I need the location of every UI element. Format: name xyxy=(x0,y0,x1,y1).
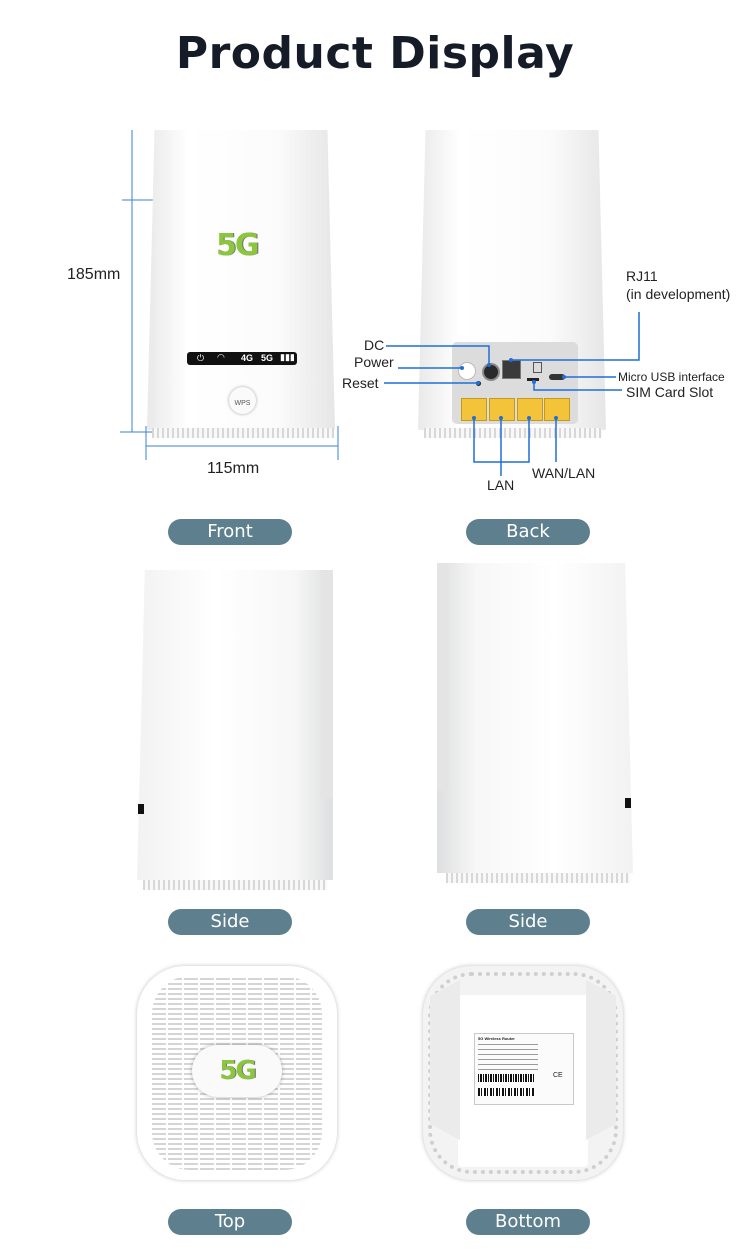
bottom-product-label: 5G Wireless Router CE xyxy=(474,1033,574,1105)
wps-button[interactable]: WPS xyxy=(229,387,256,414)
router-front-vents xyxy=(152,428,334,438)
micro-usb-port[interactable] xyxy=(549,374,565,380)
lan-port-2[interactable] xyxy=(489,398,515,421)
led-indicator-bar: ⏻ ◠ 4G 5G ▮▮▮ xyxy=(187,352,297,365)
bottom-right-foot xyxy=(586,980,616,1140)
side-left-caption: Side xyxy=(168,909,292,935)
power-led-icon: ⏻ xyxy=(197,353,205,363)
router-back-vents xyxy=(424,428,602,438)
side-left-edge xyxy=(321,570,333,798)
label-barcode xyxy=(478,1074,534,1082)
side-left-vents xyxy=(143,880,327,890)
rj11-callout: RJ11 xyxy=(626,268,658,284)
sim-card-callout: SIM Card Slot xyxy=(626,384,714,400)
back-caption: Back xyxy=(466,519,590,545)
sim-card-icon xyxy=(533,362,542,373)
bottom-caption: Bottom xyxy=(466,1209,590,1235)
ce-mark-icon: CE xyxy=(553,1072,563,1079)
lan-port-3[interactable] xyxy=(517,398,543,421)
side-left-button[interactable] xyxy=(138,804,144,814)
wan-lan-port[interactable] xyxy=(544,398,570,421)
sim-slot[interactable] xyxy=(527,378,539,381)
side-right-vents xyxy=(446,873,630,883)
reset-callout: Reset xyxy=(342,375,379,391)
side-right-button[interactable] xyxy=(625,798,631,808)
micro-usb-callout: Micro USB interface xyxy=(618,370,725,384)
front-5g-logo: 5G xyxy=(216,228,272,268)
wan-lan-callout: WAN/LAN xyxy=(532,465,596,481)
signal-led-icon: ▮▮▮ xyxy=(280,352,295,362)
dc-callout: DC xyxy=(364,337,385,353)
label-barcode-2 xyxy=(478,1088,534,1096)
front-caption: Front xyxy=(168,519,292,545)
rj11-note-callout: (in development) xyxy=(626,286,731,302)
lan-callout: LAN xyxy=(487,477,515,493)
top-caption: Top xyxy=(168,1209,292,1235)
router-side-left-body xyxy=(137,570,333,880)
page-title: Product Display xyxy=(175,28,575,79)
label-text-lines xyxy=(478,1044,538,1070)
width-dimension-label: 115mm xyxy=(207,460,260,477)
router-side-right-body xyxy=(437,563,633,873)
product-label-title: 5G Wireless Router xyxy=(478,1036,515,1041)
led-4g-label: 4G xyxy=(241,353,254,363)
wifi-led-icon: ◠ xyxy=(217,352,225,362)
side-right-caption: Side xyxy=(466,909,590,935)
power-callout: Power xyxy=(354,354,394,370)
top-logo-text: 5G xyxy=(219,1056,256,1086)
front-logo-text: 5G xyxy=(216,228,259,263)
router-front-body xyxy=(147,130,335,430)
wps-label: WPS xyxy=(234,400,251,407)
top-logo-badge: 5G xyxy=(192,1045,282,1097)
led-5g-label: 5G xyxy=(261,353,274,363)
height-dimension-label: 185mm xyxy=(67,266,121,283)
dc-jack[interactable] xyxy=(482,363,500,381)
side-right-edge xyxy=(437,563,449,791)
bottom-left-foot xyxy=(430,980,460,1140)
